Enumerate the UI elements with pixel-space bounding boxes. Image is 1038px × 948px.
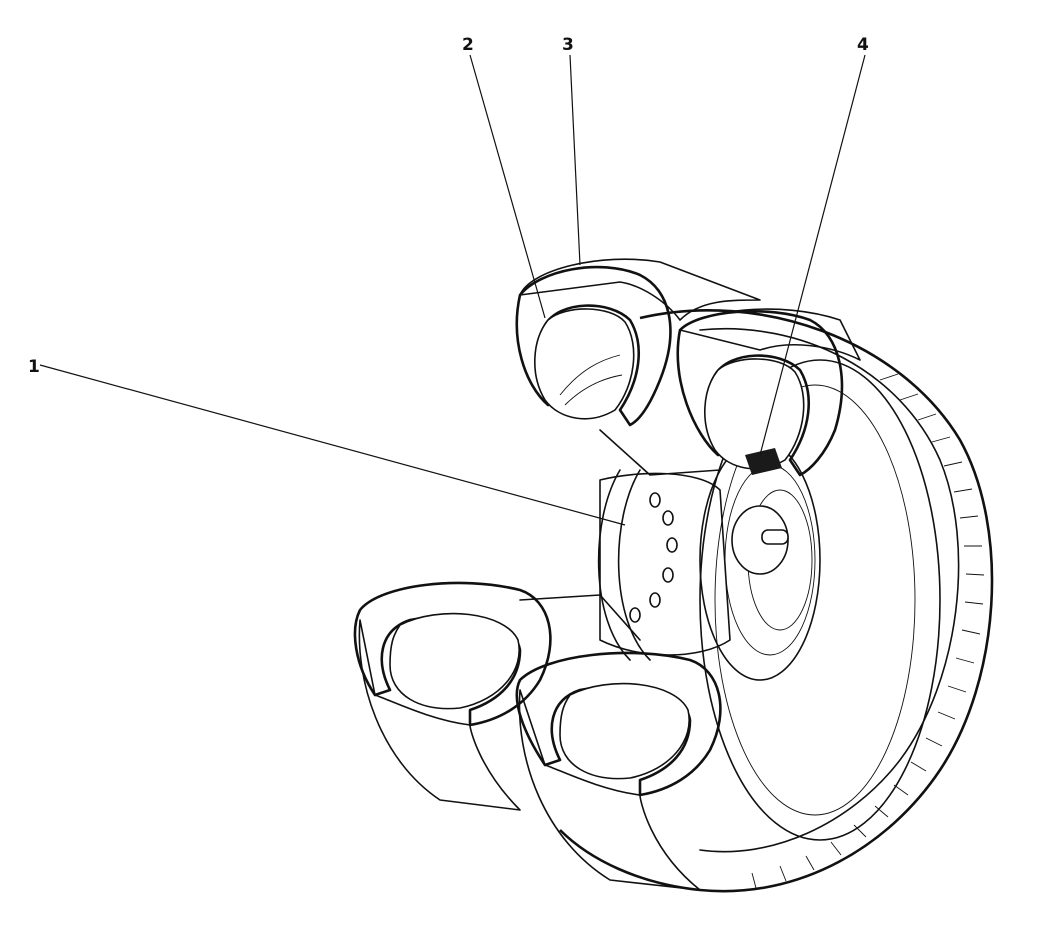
leader-line-4 — [759, 54, 866, 456]
callout-1: 1 — [28, 357, 40, 377]
leader-line-2 — [469, 54, 546, 319]
callout-2: 2 — [462, 35, 474, 55]
callout-labels: 1 2 3 4 — [28, 35, 869, 377]
upper-inner-tire-section — [515, 258, 761, 427]
lower-inner-tire-section — [353, 581, 552, 811]
rim-web — [519, 429, 721, 641]
callout-3: 3 — [562, 35, 574, 55]
wheel-disc — [597, 439, 821, 681]
leader-lines — [39, 54, 866, 526]
tread-lugs-outer — [751, 373, 985, 889]
leader-line-3 — [569, 54, 581, 266]
callout-4: 4 — [857, 35, 869, 55]
bolt-holes — [629, 492, 678, 623]
lower-outer-tire-section — [515, 651, 722, 891]
leader-line-1 — [39, 364, 626, 526]
valve-stem-icon — [745, 448, 782, 475]
upper-outer-tire-section — [676, 308, 861, 477]
